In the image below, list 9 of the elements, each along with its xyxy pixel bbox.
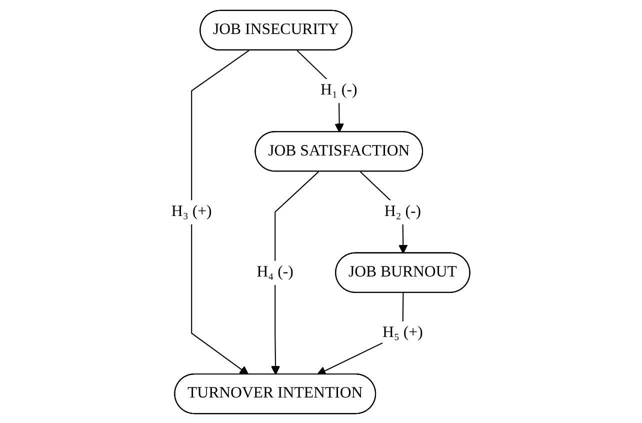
edge-label: H₃ (+) bbox=[172, 200, 212, 224]
edge-label: H₂ (-) bbox=[384, 200, 422, 224]
edge-label: H₄ (-) bbox=[257, 260, 294, 284]
ellipse-node: JOB INSECURITY bbox=[200, 9, 353, 50]
edge-label: H₅ (+) bbox=[382, 320, 424, 345]
ellipse-node: JOB BURNOUT bbox=[335, 252, 471, 292]
edge-label: H₁ (-) bbox=[320, 78, 358, 102]
ellipse-node: JOB SATISFACTION bbox=[255, 130, 424, 172]
ellipse-node: TURNOVER INTENTION bbox=[174, 373, 376, 414]
